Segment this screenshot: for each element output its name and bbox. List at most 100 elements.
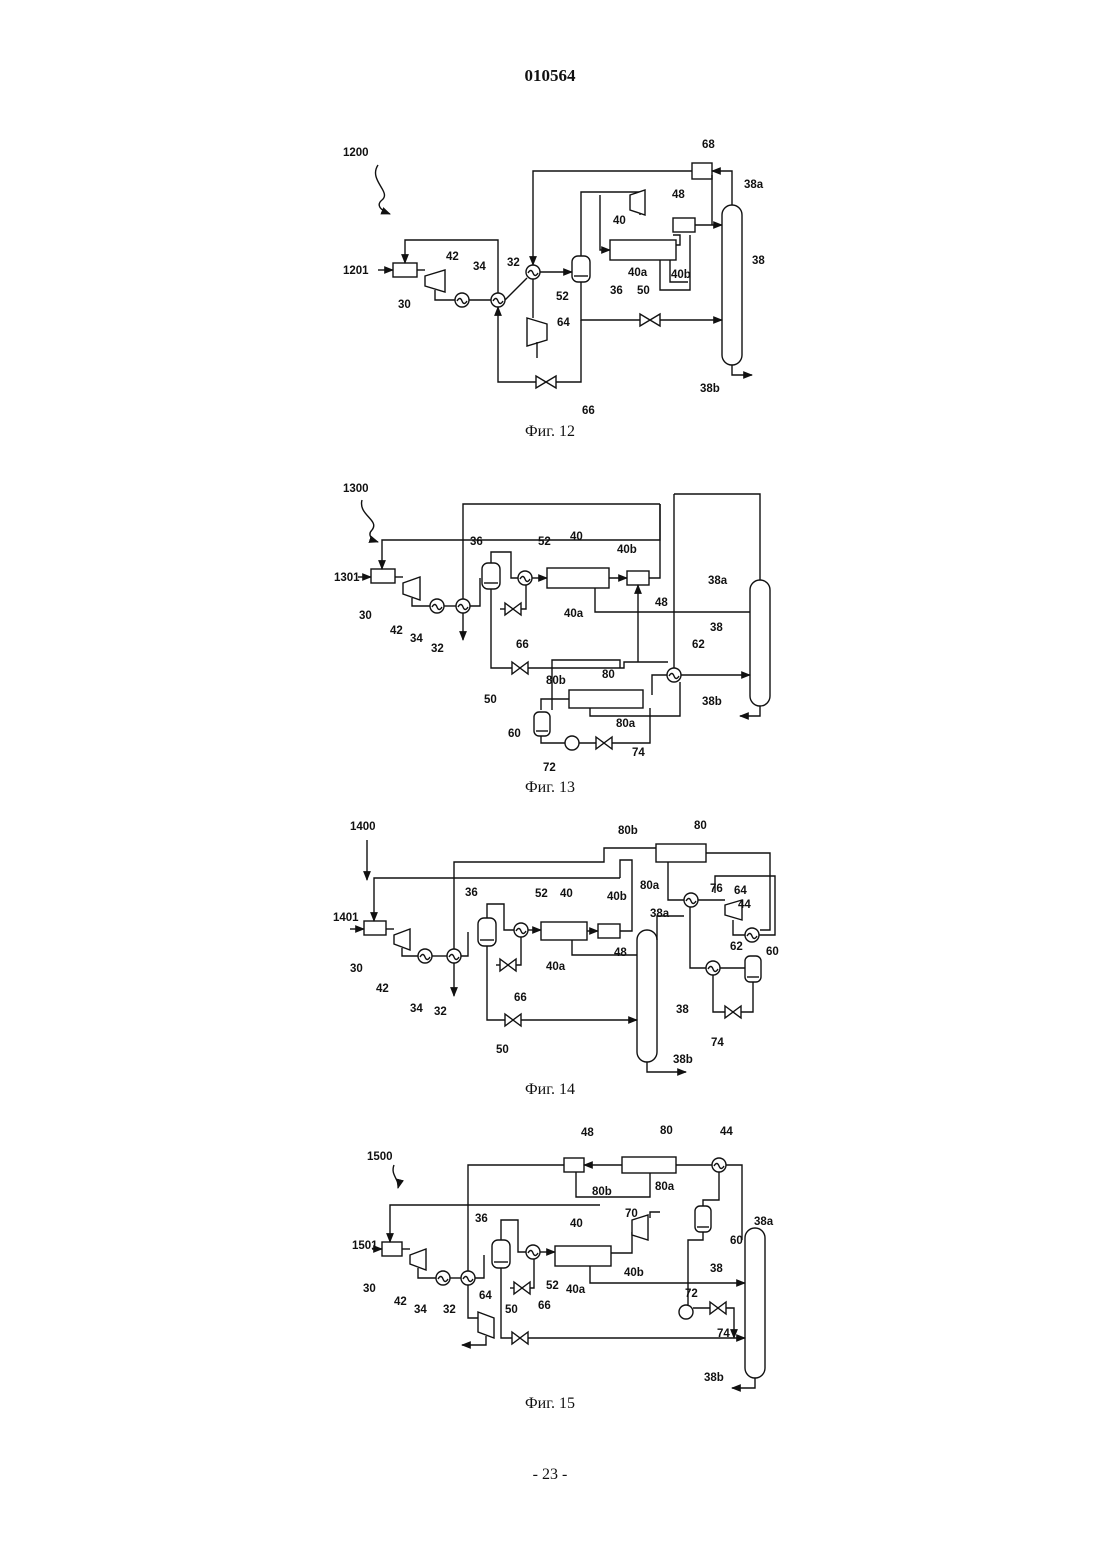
svg-text:52: 52 (535, 888, 548, 900)
separator-60 (745, 956, 761, 982)
svg-text:38a: 38a (650, 908, 670, 920)
svg-text:30: 30 (398, 299, 411, 311)
svg-text:62: 62 (692, 639, 705, 651)
svg-text:38a: 38a (754, 1216, 774, 1228)
svg-text:76: 76 (710, 883, 723, 895)
svg-text:50: 50 (484, 694, 497, 706)
svg-text:40: 40 (613, 215, 626, 227)
svg-text:62: 62 (730, 941, 743, 953)
svg-text:80b: 80b (592, 1186, 612, 1198)
svg-text:60: 60 (730, 1235, 743, 1247)
svg-text:38b: 38b (704, 1372, 724, 1384)
svg-text:42: 42 (446, 251, 459, 263)
svg-text:80: 80 (694, 820, 707, 832)
separator-60 (695, 1206, 711, 1232)
svg-text:80b: 80b (618, 825, 638, 837)
svg-text:32: 32 (431, 643, 444, 655)
svg-text:64: 64 (734, 885, 747, 897)
svg-text:48: 48 (655, 597, 668, 609)
svg-text:34: 34 (410, 1003, 423, 1015)
svg-text:38b: 38b (700, 383, 720, 395)
figure-14-caption: Фиг. 14 (525, 1081, 575, 1098)
unit-40 (555, 1246, 611, 1266)
svg-text:40: 40 (570, 531, 583, 543)
svg-text:80a: 80a (640, 880, 660, 892)
svg-text:38: 38 (710, 622, 723, 634)
svg-text:52: 52 (556, 291, 569, 303)
separator-60 (534, 712, 550, 736)
svg-text:60: 60 (766, 946, 779, 958)
page-number: - 23 - (0, 1466, 1100, 1484)
svg-text:1400: 1400 (350, 821, 376, 833)
unit-30 (393, 263, 417, 277)
svg-text:40a: 40a (628, 267, 648, 279)
column-38 (745, 1228, 765, 1378)
unit-40 (541, 922, 587, 940)
svg-text:44: 44 (720, 1126, 733, 1138)
svg-text:36: 36 (465, 887, 478, 899)
svg-text:50: 50 (637, 285, 650, 297)
column-38 (637, 930, 657, 1062)
svg-text:34: 34 (410, 633, 423, 645)
svg-text:64: 64 (479, 1290, 492, 1302)
svg-text:80a: 80a (655, 1181, 675, 1193)
svg-text:72: 72 (685, 1288, 698, 1300)
svg-text:36: 36 (475, 1213, 488, 1225)
svg-text:42: 42 (390, 625, 403, 637)
unit-40 (547, 568, 609, 588)
pump-72 (679, 1305, 693, 1319)
svg-text:48: 48 (672, 189, 685, 201)
figure-12: 1200 1201 30 42 34 32 52 36 64 66 50 40 … (343, 139, 765, 440)
svg-text:66: 66 (516, 639, 529, 651)
svg-text:38: 38 (676, 1004, 689, 1016)
svg-text:36: 36 (470, 536, 483, 548)
svg-text:64: 64 (557, 317, 570, 329)
svg-text:40a: 40a (564, 608, 584, 620)
svg-text:66: 66 (538, 1300, 551, 1312)
svg-text:40b: 40b (617, 544, 637, 556)
svg-text:68: 68 (702, 139, 715, 151)
svg-text:1401: 1401 (333, 912, 359, 924)
svg-text:40: 40 (570, 1218, 583, 1230)
svg-text:32: 32 (507, 257, 520, 269)
svg-text:30: 30 (363, 1283, 376, 1295)
unit-40 (610, 240, 676, 260)
svg-text:80a: 80a (616, 718, 636, 730)
svg-text:36: 36 (610, 285, 623, 297)
svg-text:72: 72 (543, 762, 556, 774)
unit-68 (692, 163, 712, 179)
svg-text:34: 34 (414, 1304, 427, 1316)
svg-text:40b: 40b (607, 891, 627, 903)
svg-text:1301: 1301 (334, 572, 360, 584)
svg-text:30: 30 (350, 963, 363, 975)
svg-text:70: 70 (625, 1208, 638, 1220)
svg-text:66: 66 (514, 992, 527, 1004)
svg-text:74: 74 (717, 1328, 730, 1340)
reference-arrow (376, 165, 390, 214)
svg-text:80: 80 (602, 669, 615, 681)
svg-text:40b: 40b (671, 269, 691, 281)
unit-80 (656, 844, 706, 862)
figure-12-caption: Фиг. 12 (525, 423, 575, 440)
svg-text:42: 42 (394, 1296, 407, 1308)
svg-text:1500: 1500 (367, 1151, 393, 1163)
svg-text:42: 42 (376, 983, 389, 995)
figure-15-caption: Фиг. 15 (525, 1395, 575, 1412)
svg-text:38: 38 (710, 1263, 723, 1275)
unit-48 (673, 218, 695, 232)
svg-text:34: 34 (473, 261, 486, 273)
unit-48 (627, 571, 649, 585)
svg-text:1201: 1201 (343, 265, 369, 277)
unit-80 (569, 690, 643, 708)
svg-text:1300: 1300 (343, 483, 369, 495)
svg-text:38b: 38b (673, 1054, 693, 1066)
svg-text:32: 32 (434, 1006, 447, 1018)
figure-14: 1400 1401 30 42 34 32 36 52 40 40b 40a 4… (333, 820, 779, 1098)
svg-text:38a: 38a (708, 575, 728, 587)
svg-text:1501: 1501 (352, 1240, 378, 1252)
svg-text:52: 52 (538, 536, 551, 548)
svg-text:40: 40 (560, 888, 573, 900)
svg-text:50: 50 (505, 1304, 518, 1316)
